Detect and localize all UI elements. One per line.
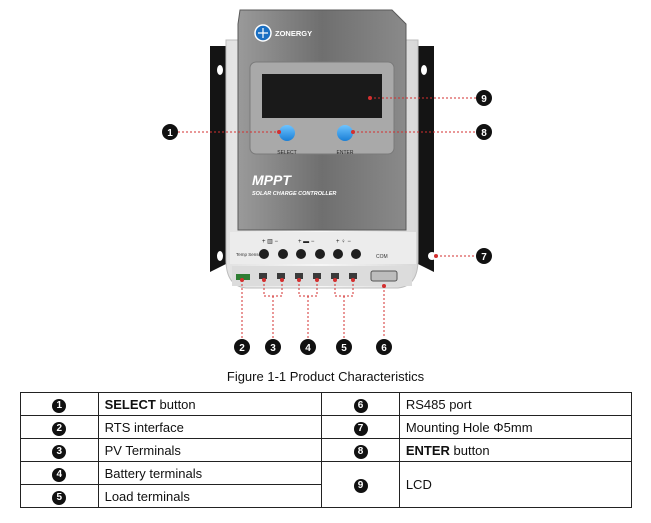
number-badge: 9 xyxy=(353,479,368,493)
temp-sensor-label: Temp Sensor xyxy=(236,252,263,257)
callout-badge: 8 xyxy=(476,124,492,140)
table-row: 2 RTS interface 7 Mounting Hole Φ5mm xyxy=(20,415,633,439)
callout-badge: 5 xyxy=(336,339,352,355)
callout-badge: 4 xyxy=(300,339,316,355)
table-row: 4 Battery terminals 9 LCD xyxy=(20,461,633,508)
svg-text:+ ♀ −: + ♀ − xyxy=(336,239,351,245)
legend-table: 1 SELECT button 6 RS485 port 2 RTS inter… xyxy=(20,392,633,508)
svg-text:7: 7 xyxy=(481,252,487,263)
table-row: 1 SELECT button 6 RS485 port xyxy=(20,392,633,416)
number-badge: 6 xyxy=(353,398,368,413)
callout-lines xyxy=(178,97,476,338)
number-badge: 4 xyxy=(52,467,67,482)
number-badge: 1 xyxy=(52,398,67,413)
callout-badge: 2 xyxy=(234,339,250,355)
legend-desc: PV Terminals xyxy=(97,438,323,462)
svg-text:3: 3 xyxy=(270,343,276,354)
brand-name: ZONERGY xyxy=(275,29,312,38)
svg-text:4: 4 xyxy=(305,343,311,354)
svg-text:2: 2 xyxy=(239,343,245,354)
number-badge: 2 xyxy=(52,421,67,436)
legend-desc: ENTER button xyxy=(398,438,633,462)
enter-label: ENTER xyxy=(337,150,354,156)
enter-button[interactable] xyxy=(337,125,353,141)
callout-badge: 1 xyxy=(162,124,178,140)
product-figure: ZONERGY SELECT ENTER MPPT SOLAR CHARGE C… xyxy=(162,9,492,355)
number-badge: 5 xyxy=(52,490,67,505)
rts-connector xyxy=(236,274,250,280)
legend-desc: LCD xyxy=(398,461,633,508)
callout-badge: 9 xyxy=(476,90,492,106)
callout-badge: 6 xyxy=(376,339,392,355)
svg-text:6: 6 xyxy=(381,343,387,354)
legend-desc: SELECT button xyxy=(97,392,323,416)
svg-text:+ ▬ −: + ▬ − xyxy=(298,239,315,245)
terminal-openings xyxy=(259,273,357,279)
bottom-strip xyxy=(232,266,412,286)
svg-text:8: 8 xyxy=(481,128,487,139)
select-label: SELECT xyxy=(277,150,296,156)
legend-desc: Battery terminals xyxy=(97,461,323,485)
model-title: MPPT xyxy=(252,172,292,188)
svg-text:+ ▥ −: + ▥ − xyxy=(262,239,279,245)
figure-caption: Figure 1-1 Product Characteristics xyxy=(226,369,425,384)
callout-badge: 7 xyxy=(476,248,492,264)
brand-logo: ZONERGY xyxy=(254,24,312,42)
number-badge: 3 xyxy=(52,444,67,459)
legend-desc: RS485 port xyxy=(398,392,633,416)
com-label: COM xyxy=(376,254,388,260)
number-badge: 7 xyxy=(353,421,368,436)
legend-desc: Mounting Hole Φ5mm xyxy=(398,415,633,439)
terminal-screws xyxy=(259,249,361,259)
lcd-screen xyxy=(262,74,382,118)
number-badge: 8 xyxy=(353,444,368,459)
callout-badges: 1 2 3 4 5 6 7 8 9 xyxy=(162,90,492,355)
terminal-panel xyxy=(230,232,416,264)
callout-dots xyxy=(240,96,438,288)
legend-desc: Load terminals xyxy=(97,484,323,508)
terminal-polarity-icons: + ▥ − + ▬ − + ♀ − xyxy=(262,239,351,245)
model-subtitle: SOLAR CHARGE CONTROLLER xyxy=(252,191,336,197)
table-row: 3 PV Terminals 8 ENTER button xyxy=(20,438,633,462)
svg-text:9: 9 xyxy=(481,94,487,105)
rs485-port xyxy=(370,270,398,282)
legend-desc: RTS interface xyxy=(97,415,323,439)
svg-text:5: 5 xyxy=(341,343,347,354)
mounting-hole-icon xyxy=(428,252,436,260)
svg-text:1: 1 xyxy=(167,128,173,139)
select-button[interactable] xyxy=(279,125,295,141)
table-row: 5 Load terminals xyxy=(20,484,632,508)
callout-badge: 3 xyxy=(265,339,281,355)
